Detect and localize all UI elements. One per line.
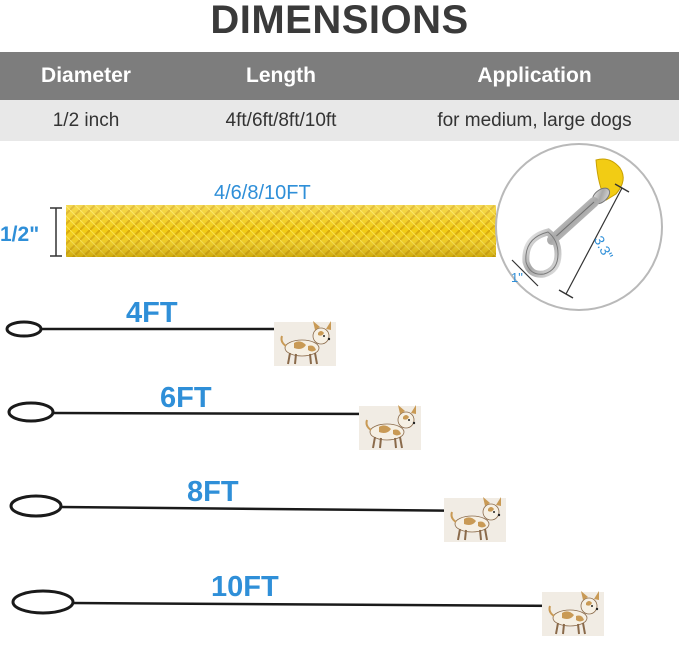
leash-8ft-label: 8FT xyxy=(187,476,239,508)
spec-table-row: 1/2 inch 4ft/6ft/8ft/10ft for medium, la… xyxy=(0,100,679,141)
yellow-rope xyxy=(66,205,496,257)
value-length: 4ft/6ft/8ft/10ft xyxy=(225,109,337,131)
clip-width-label: 1" xyxy=(511,270,523,285)
leash-4ft xyxy=(5,320,306,338)
leash-10ft-label: 10FT xyxy=(211,571,279,603)
dog-icon xyxy=(273,320,337,367)
clip-length-marker xyxy=(558,183,630,299)
leash-4ft-label: 4FT xyxy=(126,297,178,329)
rope-length-label: 4/6/8/10FT xyxy=(214,182,311,204)
page-title: DIMENSIONS xyxy=(210,0,469,42)
leash-6ft-label: 6FT xyxy=(160,382,212,414)
leash-10ft xyxy=(11,589,577,615)
value-application: for medium, large dogs xyxy=(437,109,632,131)
spec-table: Diameter Length Application 1/2 inch 4ft… xyxy=(0,52,679,141)
dog-icon xyxy=(358,404,422,451)
clip-width-marker xyxy=(511,259,539,287)
clip-detail-circle xyxy=(495,143,663,311)
dog-icon xyxy=(443,496,507,543)
rope-diameter-label: 1/2" xyxy=(0,223,40,246)
header-diameter: Diameter xyxy=(41,64,131,87)
header-application: Application xyxy=(477,64,592,87)
snap-hook-clip xyxy=(522,158,624,278)
spec-table-header: Diameter Length Application xyxy=(0,52,679,100)
value-diameter: 1/2 inch xyxy=(52,109,120,131)
leash-6ft xyxy=(7,401,399,423)
header-length: Length xyxy=(246,64,316,87)
dog-icon xyxy=(541,590,605,637)
leash-8ft xyxy=(9,494,483,518)
diameter-marker xyxy=(50,207,62,257)
